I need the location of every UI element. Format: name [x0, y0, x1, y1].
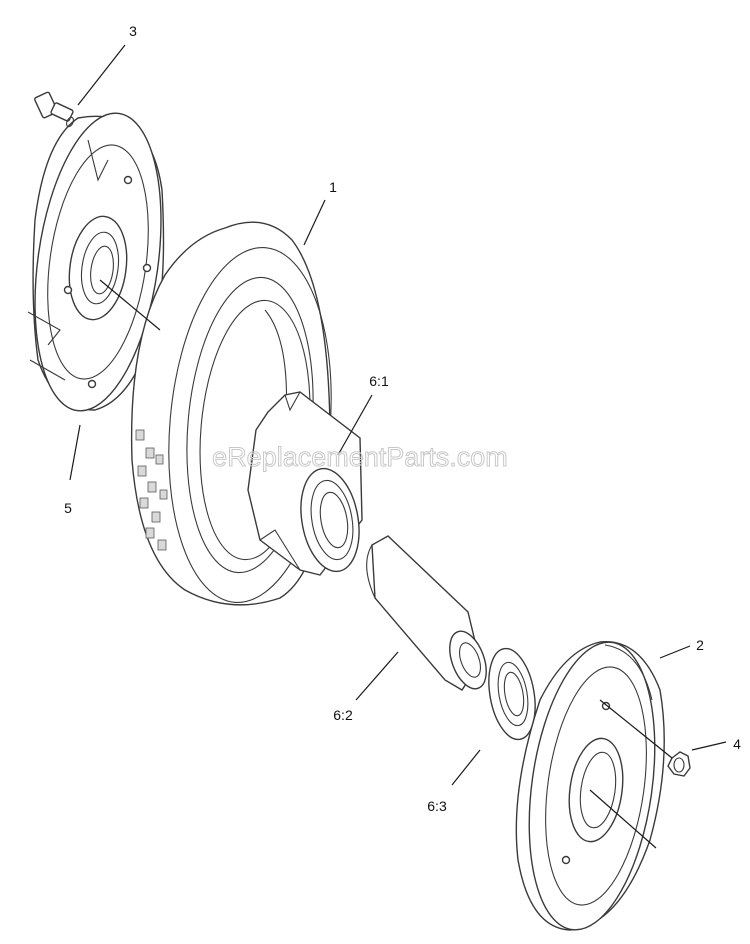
leader-lines: [69, 44, 727, 849]
leader-5-inner: [99, 279, 161, 331]
leader-2-inner: [599, 699, 673, 759]
callout-4: 4: [733, 736, 741, 752]
callout-6-2: 6:2: [333, 707, 353, 723]
callout-3: 3: [129, 23, 137, 39]
spacer-tube: [366, 535, 487, 691]
leader-4: [691, 741, 727, 751]
leader-6-3: [451, 749, 481, 786]
callout-6-3: 6:3: [427, 798, 447, 814]
callout-5: 5: [64, 500, 72, 516]
leader-1: [303, 199, 326, 246]
callout-6-1: 6:1: [369, 373, 389, 389]
callout-labels: 3 1 5 6:1 6:2 6:3 2 4: [64, 23, 741, 814]
nut: [667, 751, 691, 777]
watermark-text: eReplacementParts.com: [212, 442, 508, 472]
bolt: [34, 91, 74, 128]
leader-3: [77, 44, 126, 106]
hub: [247, 391, 363, 576]
leader-6-2: [355, 651, 399, 701]
tread-pattern: [135, 429, 168, 551]
leader-5: [69, 424, 81, 481]
right-hub-cap: [515, 641, 665, 931]
callout-2: 2: [696, 637, 704, 653]
bearing: [488, 647, 536, 741]
leader-6-1: [337, 394, 373, 456]
left-hub-cap: [27, 112, 165, 412]
leader-2: [659, 645, 691, 659]
callout-1: 1: [329, 179, 337, 195]
leader-2-center: [589, 789, 657, 849]
